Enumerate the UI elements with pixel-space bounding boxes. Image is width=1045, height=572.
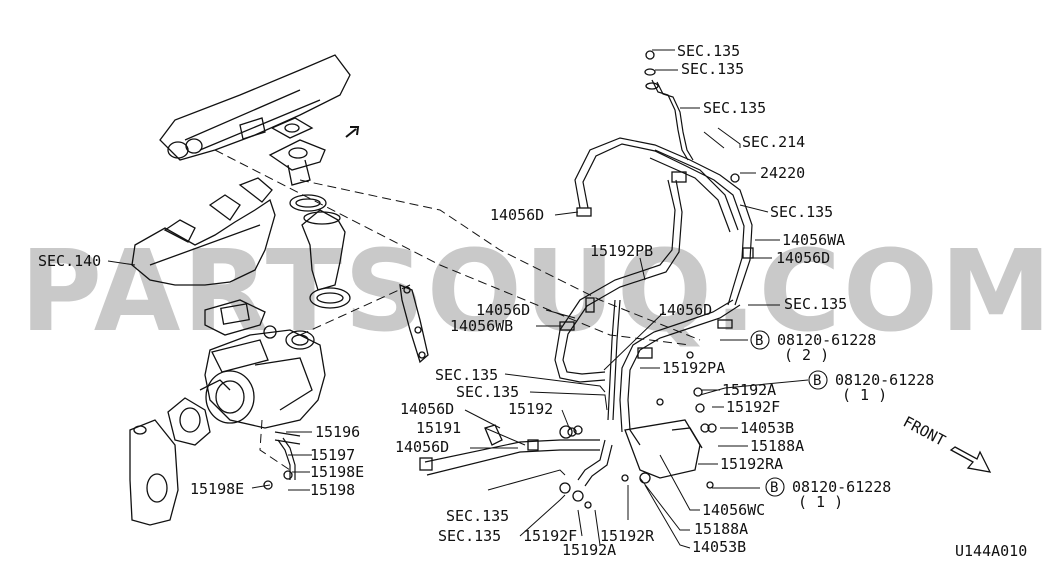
front-arrow-icon (949, 446, 992, 473)
turbo-gaskets (204, 299, 266, 336)
label-14056d-f: 14056D (395, 438, 449, 456)
front-indicator: FRONT (900, 413, 992, 473)
label-15192a-b: 15192A (562, 541, 616, 559)
label-15198: 15198 (310, 481, 355, 499)
label-14056d-b: 14056D (776, 249, 830, 267)
leader-lines (107, 49, 809, 549)
label-15192pa: 15192PA (662, 359, 725, 377)
front-label: FRONT (900, 413, 948, 450)
label-15192f-b: 15192F (523, 527, 577, 545)
bolt-marker-b3-letter: B (770, 480, 778, 496)
bolt-marker-b2-letter: B (813, 373, 821, 389)
turbo-inlet-hose (301, 209, 351, 309)
watermark: PARTSOUQ.COM (20, 227, 1045, 357)
callout-labels: SEC.135 SEC.135 SEC.135 SEC.214 24220 14… (38, 42, 934, 559)
label-sec135-c: SEC.135 (703, 99, 766, 117)
label-sec214: SEC.214 (742, 133, 805, 151)
label-sec135-i: SEC.135 (438, 527, 501, 545)
label-14053b-a: 14053B (740, 419, 794, 437)
label-bolt-b2-number: 08120-61228 (835, 371, 934, 389)
label-15198e-a: 15198E (310, 463, 364, 481)
exhaust-manifold (131, 177, 276, 286)
label-sec135-g: SEC.135 (456, 383, 519, 401)
assembly-dash-lines (214, 149, 701, 471)
turbocharger (204, 325, 326, 429)
label-14056d-e: 14056D (400, 400, 454, 418)
label-15192: 15192 (508, 400, 553, 418)
direction-arrow-icon (345, 126, 360, 138)
label-sec135-b: SEC.135 (681, 60, 744, 78)
bolt-marker-b1-letter: B (755, 333, 763, 349)
label-sec135-e: SEC.135 (784, 295, 847, 313)
diagram-code: U144A010 (955, 542, 1027, 560)
fittings (263, 50, 754, 509)
label-bolt-b1-qty: ( 2 ) (784, 346, 829, 364)
bolt-marker-b3 (765, 477, 785, 497)
intake-manifold (159, 54, 351, 161)
label-15198e-b: 15198E (190, 480, 244, 498)
label-15192f-a: 15192F (726, 398, 780, 416)
label-15197: 15197 (310, 446, 355, 464)
pipes (277, 79, 753, 487)
label-15191: 15191 (416, 419, 461, 437)
label-15188a-b: 15188A (694, 520, 748, 538)
label-bolt-b1-number: 08120-61228 (777, 331, 876, 349)
upper-gaskets (268, 117, 327, 212)
label-14056wb: 14056WB (450, 317, 513, 335)
bracket (399, 283, 429, 364)
label-15192ra: 15192RA (720, 455, 783, 473)
label-14056wc: 14056WC (702, 501, 765, 519)
label-bolt-b3-qty: ( 1 ) (798, 493, 843, 511)
label-15192r: 15192R (600, 527, 655, 545)
label-14056d-d: 14056D (658, 301, 712, 319)
label-14056d-c: 14056D (476, 301, 530, 319)
bolt-marker-b2 (808, 370, 828, 390)
label-bolt-b3-number: 08120-61228 (792, 478, 891, 496)
label-sec135-h: SEC.135 (446, 507, 509, 525)
label-24220: 24220 (760, 164, 805, 182)
label-sec140: SEC.140 (38, 252, 101, 270)
turbo-outlet (129, 379, 231, 526)
label-14056wa: 14056WA (782, 231, 845, 249)
label-bolt-b2-qty: ( 1 ) (842, 386, 887, 404)
label-sec135-f: SEC.135 (435, 366, 498, 384)
label-14053b-b: 14053B (692, 538, 746, 556)
label-15192pb: 15192PB (590, 242, 653, 260)
label-15188a-a: 15188A (750, 437, 804, 455)
label-sec135-a: SEC.135 (677, 42, 740, 60)
label-14056d-a: 14056D (490, 206, 544, 224)
label-15196: 15196 (315, 423, 360, 441)
label-sec135-d: SEC.135 (770, 203, 833, 221)
bolt-marker-b1 (750, 330, 770, 350)
label-15192a-a: 15192A (722, 381, 776, 399)
